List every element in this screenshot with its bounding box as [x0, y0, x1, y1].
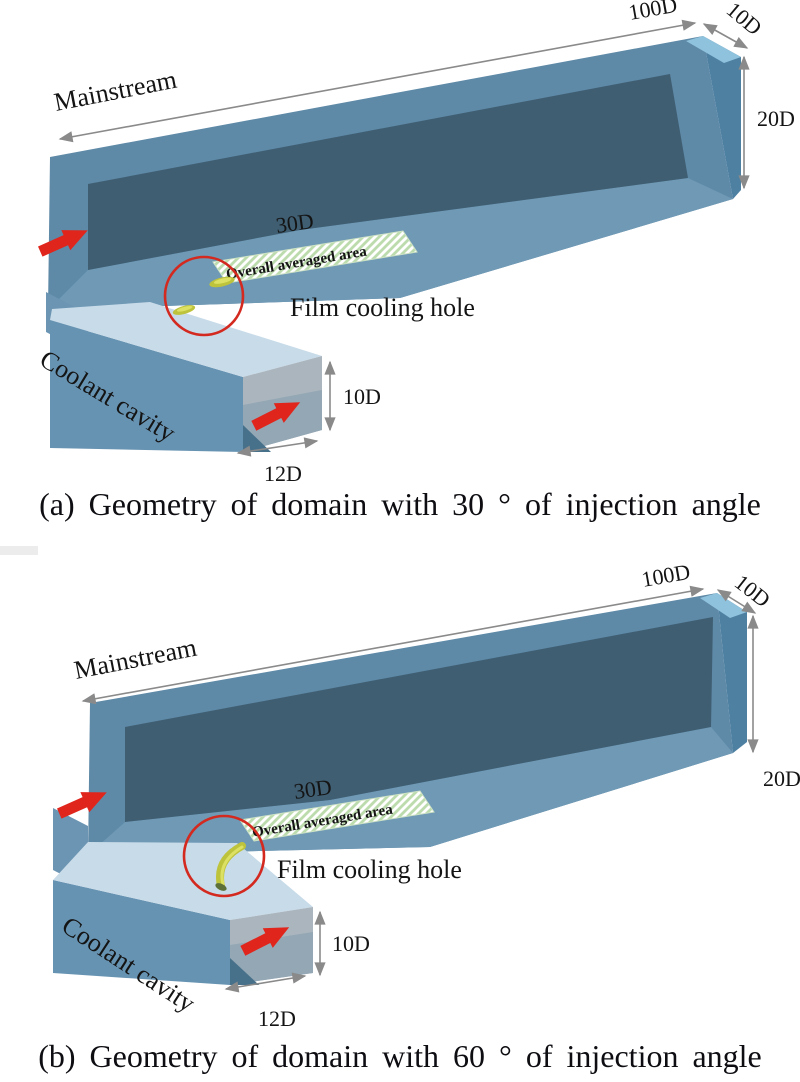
- mainstream-label: Mainstream: [52, 65, 179, 117]
- scan-artifact: [0, 546, 38, 555]
- averaged-length-label: 30D: [292, 774, 333, 804]
- averaged-length-label: 30D: [274, 208, 315, 238]
- film-cooling-hole-label: Film cooling hole: [290, 293, 475, 322]
- mainstream-duct-outlet-face: [717, 593, 747, 753]
- mainstream-duct-outlet-face: [703, 36, 741, 199]
- duct-length-label: 100D: [627, 0, 679, 25]
- averaged-area-band: [239, 790, 435, 842]
- dim-arrow-12d-cavity: [224, 972, 307, 993]
- film-hole-exit: [209, 276, 235, 288]
- cavity-height-label: 10D: [332, 931, 370, 956]
- averaged-area-band: [212, 230, 418, 284]
- duct-width-label: 10D: [722, 0, 767, 40]
- dim-arrow-12d-cavity: [236, 437, 319, 457]
- cavity-width-label: 12D: [264, 461, 302, 486]
- figure-b: Overall averaged area Mainstream 100D 10…: [53, 559, 800, 1031]
- dim-arrow-10d-width: [702, 23, 749, 49]
- coolant-cavity-front-face: [53, 880, 230, 985]
- duct-height-label: 20D: [763, 766, 800, 791]
- film-cooling-hole-label: Film cooling hole: [277, 855, 462, 884]
- coolant-cavity-top-face: [53, 842, 313, 920]
- cavity-height-label: 10D: [343, 384, 381, 409]
- duct-height-label: 20D: [757, 106, 795, 131]
- dim-arrow-100d: [58, 19, 697, 143]
- figure-a: Overall averaged area Mainstream 100D 10…: [35, 0, 795, 486]
- film-hole-entry: [172, 305, 196, 315]
- coolant-cavity-end-face-shade: [243, 390, 322, 452]
- film-hole-circle-annotation: [163, 255, 245, 337]
- coolant-cavity-front-face: [50, 320, 243, 452]
- mainstream-duct-top-face: [686, 36, 741, 63]
- dim-arrow-100d: [81, 585, 705, 705]
- cavity-width-label: 12D: [258, 1006, 296, 1031]
- duct-length-label: 100D: [640, 559, 692, 592]
- figure-a-caption: (a) Geometry of domain with 30 ° of inje…: [39, 486, 761, 522]
- dim-arrow-10d-width: [716, 589, 757, 614]
- coolant-cavity-top-face: [50, 302, 322, 377]
- mainstream-label: Mainstream: [72, 633, 199, 685]
- film-hole-circle-annotation: [182, 814, 266, 898]
- figure-b-caption: (b) Geometry of domain with 60 ° of inje…: [38, 1038, 762, 1074]
- film-hole-tube: [215, 842, 246, 891]
